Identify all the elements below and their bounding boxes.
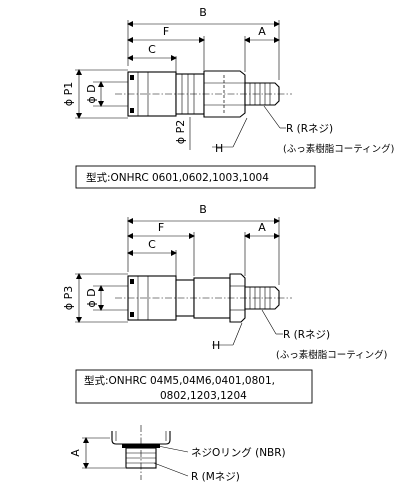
dim-label-b: B xyxy=(199,203,207,216)
dim-label-p2: ϕ P2 xyxy=(174,120,187,144)
dim-label-p3: ϕ P3 xyxy=(62,286,75,310)
model-text-line-1: 型式:ONHRC 04M5,04M6,0401,0801, xyxy=(84,374,275,387)
model-text-line-2: 0802,1203,1204 xyxy=(160,390,247,402)
dim-label-p1: ϕ P1 xyxy=(62,82,75,106)
dim-label-d: ϕ D xyxy=(85,84,98,103)
thread-label-r: R (Rネジ) xyxy=(286,123,333,135)
dim-label-h: H xyxy=(215,142,223,155)
diagram-3: A ネジOリング (NBR) R (Mネジ) xyxy=(69,425,286,483)
dim-label-a: A xyxy=(69,449,82,457)
model-box xyxy=(75,165,316,189)
coating-note: (ふっ素樹脂コーティング) xyxy=(283,143,394,155)
dim-label-a: A xyxy=(258,221,266,234)
dim-label-f: F xyxy=(163,25,169,38)
dim-label-d: ϕ D xyxy=(85,288,98,307)
coating-note: (ふっ素樹脂コーティング) xyxy=(276,349,387,361)
seal-ring-bottom xyxy=(130,108,134,113)
o-ring xyxy=(122,444,160,448)
diagram-2: B A F C ϕ P3 ϕ D xyxy=(62,203,387,404)
model-box xyxy=(75,369,313,404)
fitting-1 xyxy=(115,70,292,118)
model-text: 型式:ONHRC 0601,0602,1003,1004 xyxy=(86,171,269,184)
oring-label: ネジOリング (NBR) xyxy=(191,446,286,459)
dim-label-h: H xyxy=(212,339,220,352)
fitting-2 xyxy=(115,273,292,323)
dim-label-f: F xyxy=(158,221,164,234)
seal-ring-bottom xyxy=(130,312,134,317)
dim-label-b: B xyxy=(199,6,207,19)
diagram-1: B A F C ϕ P1 ϕ D xyxy=(62,6,394,189)
dim-label-a: A xyxy=(258,25,266,38)
dim-label-c: C xyxy=(148,43,156,56)
seal-ring-top xyxy=(130,75,134,80)
short-fitting xyxy=(111,425,171,480)
seal-ring-top xyxy=(130,279,134,284)
dim-label-c: C xyxy=(148,238,156,251)
thread-label-r: R (Rネジ) xyxy=(283,329,330,341)
m-thread-label: R (Mネジ) xyxy=(191,471,240,483)
